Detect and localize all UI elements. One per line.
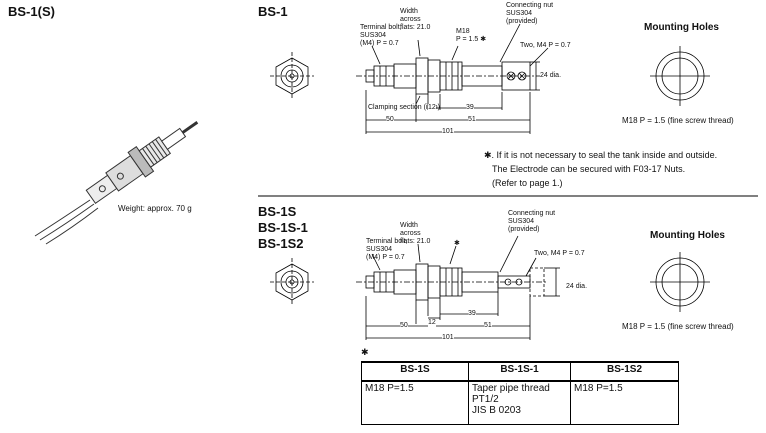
table-header-bs1s-1: BS-1S-1 — [468, 361, 571, 382]
bs1-terminal-bolt-label: Terminal bolt, SUS304 (M4) P = 0.7 — [360, 24, 402, 48]
bs1s-title-2: BS-1S-1 — [258, 220, 308, 235]
bs1-two-m4-label: Two, M4 P = 0.7 — [520, 42, 571, 49]
bs1-clamping-label: Clamping section (iron) — [368, 104, 440, 111]
table-star-mark: ✱ — [361, 347, 369, 357]
bs1-title: BS-1 — [258, 4, 288, 19]
bs1-terminal-line-1: Terminal bolt, — [360, 24, 402, 31]
table-cell-bs1s2: M18 P=1.5 — [570, 380, 679, 425]
product-title: BS-1(S) — [8, 4, 55, 19]
bs1s-width-line-1: Width — [400, 222, 418, 229]
bs1-m18-line-2: P = 1.5 ✱ — [456, 36, 487, 43]
bs1s-terminal-line-1: Terminal bolt, — [366, 238, 408, 245]
bs1s-terminal-line-3: (M4) P = 0.7 — [366, 254, 405, 261]
mounting-holes-caption-2: M18 P = 1.5 (fine screw thread) — [622, 322, 734, 331]
bs1-m18-label: M18 P = 1.5 ✱ — [456, 28, 486, 44]
bs1s-dim-50: 50 — [400, 322, 408, 330]
bs1s-dim-51: 51 — [484, 322, 492, 330]
bs1s-title-1: BS-1S — [258, 204, 297, 219]
bs1-width-line-2: across — [400, 16, 421, 23]
thread-spec-table: BS-1S BS-1S-1 BS-1S2 M18 P=1.5 Taper pip… — [361, 361, 679, 425]
bs1s-star-mark: ✱ — [454, 240, 460, 247]
mounting-holes-title-1: Mounting Holes — [644, 22, 719, 33]
mounting-holes-title-2: Mounting Holes — [650, 230, 725, 241]
bs1s-dim-101: 101 — [442, 334, 454, 342]
weight-label: Weight: approx. 70 g — [118, 204, 192, 213]
bs1s-connecting-nut-label: Connecting nut SUS304 (provided) — [508, 210, 555, 234]
bs1s-nut-line-2: SUS304 — [508, 218, 535, 225]
bs1s-title-3: BS-1S2 — [258, 236, 304, 251]
table-row: M18 P=1.5 Taper pipe thread PT1/2 JIS B … — [361, 380, 679, 425]
bs1-dia-label: 24 dia. — [540, 72, 562, 79]
bs1-dim-12: 12 — [428, 104, 436, 112]
bs1-nut-line-1: Connecting nut — [506, 2, 554, 9]
bs1s-dim-39: 39 — [468, 310, 476, 318]
table-header-bs1s: BS-1S — [361, 361, 469, 382]
mounting-holes-caption-1: M18 P = 1.5 (fine screw thread) — [622, 116, 734, 125]
bs1s-terminal-bolt-label: Terminal bolt, SUS304 (M4) P = 0.7 — [366, 238, 408, 262]
bs1-nut-line-2: SUS304 — [506, 10, 533, 17]
bs1s-nut-line-3: (provided) — [508, 226, 540, 233]
seal-note-line-2: The Electrode can be secured with F03-17… — [492, 164, 686, 174]
bs1-dim-101: 101 — [442, 128, 454, 136]
bs1s-nut-line-1: Connecting nut — [508, 210, 556, 217]
bs1s-width-line-2: across — [400, 230, 421, 237]
bs1s-width-line-3: flats: 21.0 — [400, 238, 431, 245]
bs1-width-line-1: Width — [400, 8, 418, 15]
bs1-dim-51: 51 — [468, 116, 476, 124]
bs1s-dim-12: 12 — [428, 319, 436, 327]
bs1-width-flats-label: Width across flats: 21.0 — [400, 8, 430, 32]
table-cell-bs1s-1: Taper pipe thread PT1/2 JIS B 0203 — [468, 380, 571, 425]
table-cell-bs1s: M18 P=1.5 — [361, 380, 469, 425]
bs1-dim-50: 50 — [386, 116, 394, 124]
seal-note: ✱. If it is not necessary to seal the ta… — [484, 148, 717, 190]
bs1-terminal-line-3: (M4) P = 0.7 — [360, 40, 399, 47]
bs1-dim-39: 39 — [466, 104, 474, 112]
bs1s-two-m4-label: Two, M4 P = 0.7 — [534, 250, 585, 257]
bs1s-terminal-line-2: SUS304 — [366, 246, 393, 253]
table-header-row: BS-1S BS-1S-1 BS-1S2 — [361, 361, 679, 382]
table-header-bs1s2: BS-1S2 — [570, 361, 679, 382]
bs1-m18-line-1: M18 — [456, 28, 470, 35]
bs1-width-line-3: flats: 21.0 — [400, 24, 431, 31]
seal-note-line-3: (Refer to page 1.) — [492, 178, 563, 188]
seal-note-line-1: ✱. If it is not necessary to seal the ta… — [484, 150, 718, 160]
bs1-terminal-line-2: SUS304 — [360, 32, 387, 39]
bs1s-width-flats-label: Width across flats: 21.0 — [400, 222, 430, 246]
bs1-nut-line-3: (provided) — [506, 18, 538, 25]
bs1-connecting-nut-label: Connecting nut SUS304 (provided) — [506, 2, 553, 26]
bs1s-dia-label: 24 dia. — [566, 283, 588, 290]
